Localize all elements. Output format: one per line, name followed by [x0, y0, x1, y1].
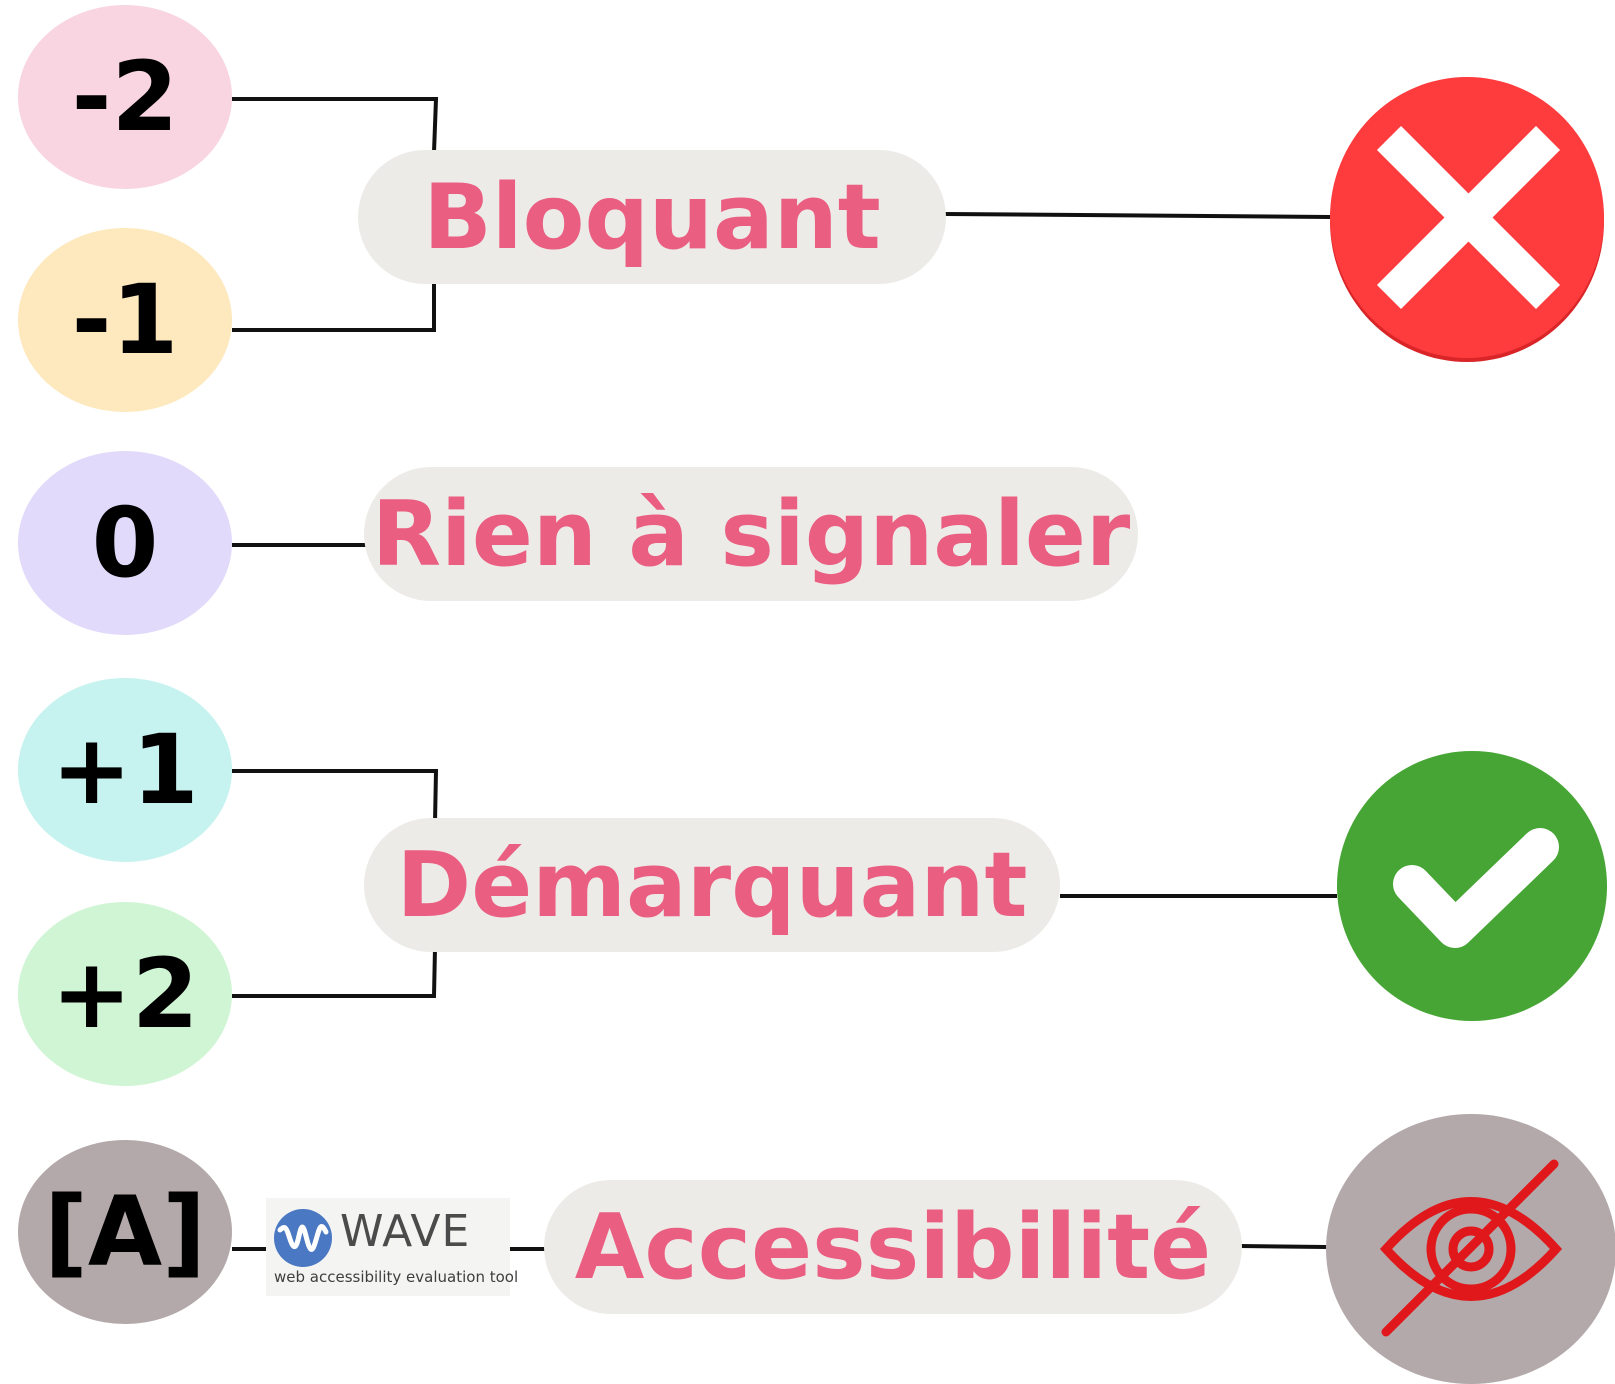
category-nothing-to-report: Rien à signaler: [364, 467, 1138, 601]
score-zero: 0: [18, 451, 232, 635]
status-badge-blocked: [1330, 77, 1604, 358]
connector-accessibility-badge: [1239, 1244, 1327, 1249]
category-standout-label: Démarquant: [396, 832, 1028, 938]
category-accessibility-label: Accessibilité: [574, 1194, 1212, 1300]
status-badge-not-visible: [1326, 1114, 1615, 1384]
wave-logo-name: WAVE: [340, 1206, 471, 1257]
category-standout: Démarquant: [364, 818, 1060, 952]
check-icon: [1393, 828, 1559, 948]
connector-minus1: [232, 284, 436, 332]
score-minus-2-label: -2: [71, 41, 179, 153]
score-accessibility: [A]: [18, 1140, 232, 1324]
status-badge-valid: [1337, 751, 1607, 1021]
wave-logo-icon: [274, 1209, 332, 1267]
score-plus-2-label: +2: [51, 938, 199, 1050]
score-minus-1: -1: [18, 228, 232, 412]
connector-blocking-badge: [944, 212, 1331, 219]
category-blocking: Bloquant: [358, 150, 946, 284]
category-accessibility: Accessibilité: [544, 1180, 1242, 1314]
connector-minus2: [232, 97, 439, 153]
category-blocking-label: Bloquant: [423, 164, 881, 270]
wave-logo-tagline: web accessibility evaluation tool: [274, 1268, 519, 1286]
score-plus-1: +1: [18, 678, 232, 862]
score-plus-2: +2: [18, 902, 232, 1086]
score-plus-1-label: +1: [51, 714, 199, 826]
connector-plus1: [232, 769, 439, 823]
connector-plus2: [232, 947, 437, 998]
wave-logo: WAVE web accessibility evaluation tool: [266, 1198, 518, 1296]
score-minus-1-label: -1: [71, 264, 179, 376]
close-icon: [1376, 125, 1561, 310]
eye-off-icon: [1379, 1159, 1563, 1337]
score-accessibility-label: [A]: [43, 1176, 207, 1288]
category-nothing-label: Rien à signaler: [371, 481, 1131, 587]
score-zero-label: 0: [91, 487, 159, 599]
score-minus-2: -2: [18, 5, 232, 189]
